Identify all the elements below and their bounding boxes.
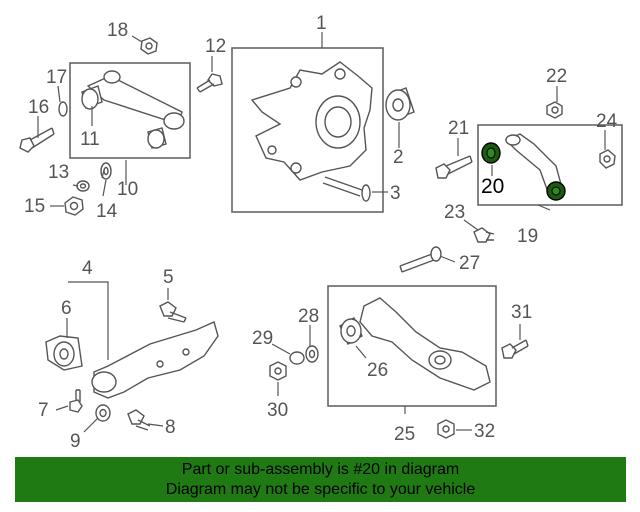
callout-1: 1 xyxy=(316,13,327,34)
nut-15[interactable] xyxy=(64,196,84,216)
callout-11: 11 xyxy=(80,129,100,150)
callout-5: 5 xyxy=(163,267,174,288)
bushing-26[interactable] xyxy=(339,317,363,345)
callout-31: 31 xyxy=(511,302,532,323)
lower-control-arm-25[interactable] xyxy=(359,297,491,391)
washer-14[interactable] xyxy=(100,162,112,180)
callout-7: 7 xyxy=(38,400,49,421)
bushing-10b[interactable] xyxy=(147,127,167,149)
parts-diagram: 1 2 3 4 5 6 7 8 9 10 11 12 13 14 15 16 1… xyxy=(19,13,623,452)
assembly-box-10 xyxy=(69,62,191,159)
callout-12: 12 xyxy=(205,36,226,57)
callout-8: 8 xyxy=(165,417,176,438)
callout-16: 16 xyxy=(28,97,49,118)
washer-29[interactable] xyxy=(289,351,305,365)
knuckle-1[interactable] xyxy=(250,61,373,181)
washer-9[interactable] xyxy=(95,404,111,422)
nut-22[interactable] xyxy=(546,101,563,119)
bushing-11[interactable] xyxy=(81,85,103,110)
bolt-3[interactable] xyxy=(322,176,371,202)
callout-6: 6 xyxy=(61,298,72,319)
upper-link-arm[interactable] xyxy=(86,70,185,130)
bushing-20-highlighted[interactable] xyxy=(481,142,501,164)
washer-17[interactable] xyxy=(58,101,68,117)
washer-13[interactable] xyxy=(76,180,90,192)
trailing-arm-4[interactable] xyxy=(91,321,219,399)
callout-32: 32 xyxy=(474,421,495,442)
callout-24: 24 xyxy=(596,111,618,132)
assembly-box-25 xyxy=(327,285,497,407)
callout-14: 14 xyxy=(96,201,118,222)
nut-24[interactable] xyxy=(599,149,616,169)
assembly-box-1 xyxy=(231,47,384,213)
bushing-20b-highlighted[interactable] xyxy=(546,181,566,201)
bolt-31[interactable] xyxy=(501,339,529,359)
callout-19: 19 xyxy=(517,226,538,247)
bolt-8[interactable] xyxy=(127,409,151,431)
callout-10: 10 xyxy=(117,179,138,200)
callout-20: 20 xyxy=(481,175,504,198)
nut-30[interactable] xyxy=(269,361,287,381)
callout-9: 9 xyxy=(70,431,81,452)
bolt-12[interactable] xyxy=(196,73,223,93)
callout-27: 27 xyxy=(459,253,480,274)
banner-line-2: Diagram may not be specific to your vehi… xyxy=(165,481,476,498)
bolt-23[interactable] xyxy=(473,227,495,243)
callout-2: 2 xyxy=(393,147,404,168)
callout-22: 22 xyxy=(546,66,567,87)
part-notice-banner: Part or sub-assembly is #20 in diagram D… xyxy=(15,457,626,502)
assembly-box-19 xyxy=(477,124,623,206)
bolt-21[interactable] xyxy=(435,155,473,179)
callout-13: 13 xyxy=(48,162,69,183)
callout-29: 29 xyxy=(252,328,273,349)
bolt-16[interactable] xyxy=(19,127,55,153)
callout-3: 3 xyxy=(390,183,401,204)
bushing-6[interactable] xyxy=(45,335,83,371)
callout-17: 17 xyxy=(46,67,67,88)
callout-25: 25 xyxy=(394,424,415,445)
bolt-7[interactable] xyxy=(69,389,83,413)
washer-28[interactable] xyxy=(305,345,319,363)
callout-18: 18 xyxy=(107,20,128,41)
nut-32[interactable] xyxy=(437,419,455,439)
bolt-27[interactable] xyxy=(399,246,442,273)
leader-lines xyxy=(37,32,606,433)
callout-21: 21 xyxy=(448,118,469,139)
banner-line-1: Part or sub-assembly is #20 in diagram xyxy=(181,461,460,478)
callout-26: 26 xyxy=(367,360,388,381)
bolt-5[interactable] xyxy=(159,301,187,323)
callout-23: 23 xyxy=(444,202,465,223)
callout-28: 28 xyxy=(298,306,319,327)
callout-4: 4 xyxy=(82,258,93,279)
nut-18[interactable] xyxy=(140,37,158,55)
callout-30: 30 xyxy=(267,400,288,421)
bushing-2[interactable] xyxy=(385,87,415,121)
callout-15: 15 xyxy=(24,196,45,217)
